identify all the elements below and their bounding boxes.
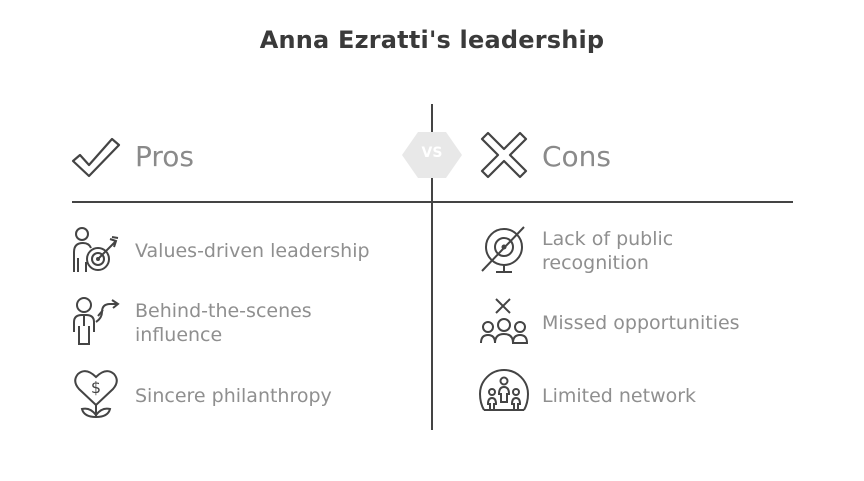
pros-item-values-driven: Values-driven leadership <box>135 240 370 262</box>
cons-label: Cons <box>542 140 612 173</box>
checkmark-icon <box>71 137 121 178</box>
svg-text:$: $ <box>91 378 101 397</box>
vs-badge-icon <box>402 132 462 178</box>
group-x-icon <box>480 298 529 344</box>
pros-item-behind-the-scenes: Behind-the-scenes influence <box>135 300 312 346</box>
person-path-icon <box>73 297 120 345</box>
cross-icon <box>480 131 528 179</box>
pros-label: Pros <box>135 140 195 173</box>
heart-dollar-icon: $ <box>74 370 118 418</box>
vs-label: VS <box>421 145 443 161</box>
people-globe-icon <box>478 369 530 411</box>
cons-item-public-recognition: Lack of public recognition <box>542 228 674 274</box>
vertical-divider <box>431 104 433 430</box>
cons-item-limited-network: Limited network <box>542 385 697 407</box>
pros-item-philanthropy: Sincere philanthropy <box>135 385 332 407</box>
no-satellite-icon <box>481 226 525 273</box>
person-target-icon <box>73 227 119 272</box>
page-title: Anna Ezratti's leadership <box>259 26 605 54</box>
cons-item-missed-opportunities: Missed opportunities <box>542 312 740 334</box>
